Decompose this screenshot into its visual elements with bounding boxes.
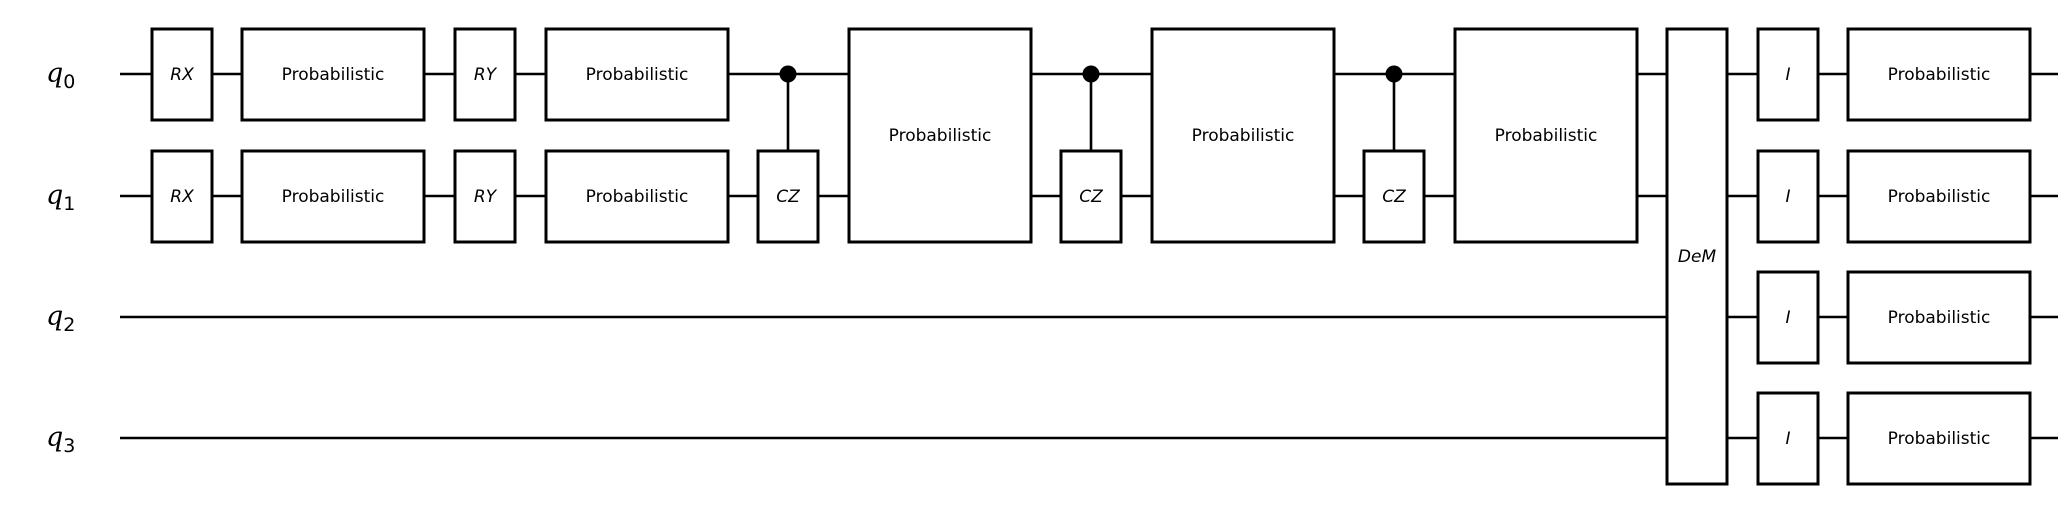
svg-text:Probabilistic: Probabilistic: [889, 126, 992, 146]
svg-text:I: I: [1785, 429, 1790, 449]
qubit-label-q0: q0: [46, 58, 75, 93]
control-dot: [1385, 65, 1403, 83]
probabilistic-gate: Probabilistic: [1846, 270, 2032, 365]
probabilistic-gate: Probabilistic: [544, 149, 730, 244]
probabilistic-gate: Probabilistic: [544, 27, 730, 122]
svg-text:Probabilistic: Probabilistic: [1888, 65, 1991, 85]
cz-gate: CZ: [1059, 65, 1123, 244]
svg-text:Probabilistic: Probabilistic: [586, 187, 689, 207]
cz-gate: CZ: [756, 65, 820, 244]
probabilistic-gate: Probabilistic: [240, 27, 426, 122]
dem-gate: DeM: [1665, 27, 1729, 486]
qubit-label-q1: q1: [46, 180, 75, 215]
control-dot: [1082, 65, 1100, 83]
probabilistic-two-qubit-gate: Probabilistic: [1150, 27, 1336, 244]
control-dot: [779, 65, 797, 83]
svg-text:Probabilistic: Probabilistic: [1888, 308, 1991, 328]
probabilistic-two-qubit-gate: Probabilistic: [847, 27, 1033, 244]
svg-text:Probabilistic: Probabilistic: [586, 65, 689, 85]
svg-text:RY: RY: [474, 187, 498, 207]
probabilistic-gate: Probabilistic: [1846, 149, 2032, 244]
ry-gate: RY: [453, 149, 517, 244]
svg-text:I: I: [1785, 65, 1790, 85]
ry-gate: RY: [453, 27, 517, 122]
svg-text:RX: RX: [170, 65, 194, 85]
svg-text:CZ: CZ: [1382, 187, 1406, 207]
probabilistic-two-qubit-gate: Probabilistic: [1453, 27, 1639, 244]
svg-text:I: I: [1785, 187, 1790, 207]
svg-text:Probabilistic: Probabilistic: [282, 65, 385, 85]
svg-text:RY: RY: [474, 65, 498, 85]
probabilistic-gate: Probabilistic: [1846, 391, 2032, 486]
cz-gate: CZ: [1362, 65, 1426, 244]
identity-gate: I: [1756, 27, 1820, 122]
identity-gate: I: [1756, 149, 1820, 244]
svg-text:Probabilistic: Probabilistic: [1888, 429, 1991, 449]
svg-text:Probabilistic: Probabilistic: [1495, 126, 1598, 146]
svg-text:RX: RX: [170, 187, 194, 207]
qubit-labels: q0 q1 q2 q3: [46, 58, 75, 457]
identity-gate: I: [1756, 270, 1820, 365]
svg-text:DeM: DeM: [1678, 247, 1717, 267]
qubit-label-q3: q3: [46, 422, 75, 457]
rx-gate: RX: [150, 149, 214, 244]
identity-gate: I: [1756, 391, 1820, 486]
svg-text:I: I: [1785, 308, 1790, 328]
probabilistic-gate: Probabilistic: [1846, 27, 2032, 122]
qubit-wires: [120, 72, 2058, 440]
probabilistic-gate: Probabilistic: [240, 149, 426, 244]
qubit-label-q2: q2: [46, 301, 75, 336]
svg-text:Probabilistic: Probabilistic: [1192, 126, 1295, 146]
svg-text:CZ: CZ: [776, 187, 800, 207]
svg-text:Probabilistic: Probabilistic: [282, 187, 385, 207]
svg-text:CZ: CZ: [1079, 187, 1103, 207]
rx-gate: RX: [150, 27, 214, 122]
svg-text:Probabilistic: Probabilistic: [1888, 187, 1991, 207]
